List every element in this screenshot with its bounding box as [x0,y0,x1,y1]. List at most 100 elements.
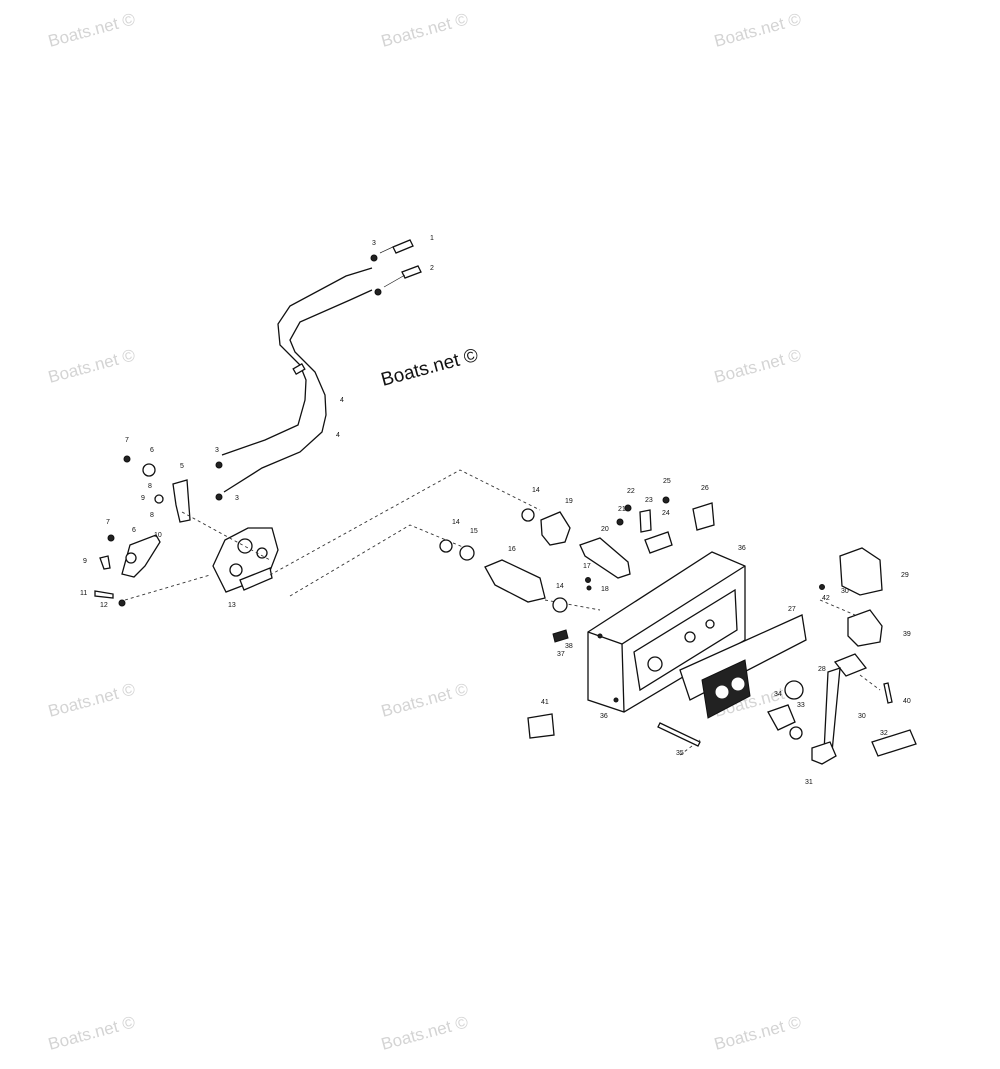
watermark-bottom-left: Boats.net © [46,1012,137,1054]
cover-29 [839,547,883,596]
callout-40: 40 [903,698,911,705]
screw-25 [662,496,670,504]
screw-7-upper [123,455,131,463]
callout-2: 2 [430,265,434,272]
pin-35 [657,722,701,747]
callout-18: 18 [601,586,609,593]
callout-19: 19 [565,498,573,505]
callout-17: 17 [583,563,591,570]
screw-7-lower [107,534,115,542]
watermark-mid-right: Boats.net © [712,345,803,387]
callout-6: 6 [150,447,154,454]
watermark-top-left: Boats.net © [46,9,137,51]
callout-6: 6 [132,527,136,534]
callout-13: 13 [228,602,236,609]
pin-9-upper [154,494,164,504]
callout-16: 16 [508,546,516,553]
callout-3: 3 [372,240,376,247]
callout-4: 4 [336,432,340,439]
callout-22: 22 [627,488,635,495]
callout-8: 8 [150,512,154,519]
bolt-40 [883,682,893,704]
nut-3-top [370,254,378,262]
callout-20: 20 [601,526,609,533]
callout-3: 3 [235,495,239,502]
callout-7: 7 [125,437,129,444]
callout-11: 11 [80,590,87,597]
callout-14: 14 [556,583,564,590]
bracket-5 [172,479,191,523]
nut-14-lower [552,597,568,613]
callout-36: 36 [600,713,608,720]
callout-1: 1 [430,235,434,242]
callout-5: 5 [180,463,184,470]
callout-26: 26 [701,485,709,492]
watermark-bottom-center: Boats.net © [379,1012,470,1054]
callout-30: 30 [858,713,866,720]
plunger-20 [579,537,631,579]
bolt-11 [94,590,114,599]
callout-10: 10 [154,532,162,539]
right-parts [527,547,917,765]
callout-36: 36 [738,545,746,552]
callout-9: 9 [83,558,87,565]
callout-12: 12 [100,602,108,609]
callout-30: 30 [841,588,849,595]
watermark-top-right: Boats.net © [712,9,803,51]
callout-28: 28 [818,666,826,673]
screw-22 [624,504,632,512]
callout-4: 4 [340,397,344,404]
callout-3: 3 [215,447,219,454]
nut-14-upper [521,508,535,522]
callout-27: 27 [788,606,796,613]
nut-12 [118,599,126,607]
gear-19 [540,511,571,546]
mounting-plate-13 [212,527,279,593]
callout-14: 14 [532,487,540,494]
watermark-lower-left: Boats.net © [46,679,137,721]
watermark-lower-center: Boats.net © [379,679,470,721]
callout-24: 24 [662,510,670,517]
bracket-28 [833,653,868,677]
knob-31 [811,741,837,765]
nut-3-upper [374,288,382,296]
callout-38: 38 [565,643,573,650]
key-switch-34 [767,704,796,731]
callout-34: 34 [774,691,782,698]
callout-21: 21 [618,506,626,513]
watermark-top-center: Boats.net © [379,9,470,51]
callout-14: 14 [452,519,460,526]
nut-3-lower-a [215,461,223,469]
shaft-parts [439,496,715,613]
plate-24 [644,531,673,554]
control-cables [215,239,422,501]
seal-33 [784,680,804,700]
callout-23: 23 [645,497,653,504]
nut-3-lower-b [215,493,223,501]
screw-21 [616,518,624,526]
watermark-mid-left: Boats.net © [46,345,137,387]
clip-23 [639,509,652,533]
bracket-26 [692,502,715,531]
tag-41 [527,713,555,739]
spring-17 [585,577,591,583]
callout-33: 33 [797,702,805,709]
nut-14-left [439,539,453,553]
callout-42: 42 [822,595,830,602]
callout-41: 41 [541,699,549,706]
label-32 [871,729,917,757]
o-ring-15 [459,545,475,561]
shaft-16 [484,559,546,603]
decal-27 [679,614,807,719]
washer-6-upper [142,463,156,477]
cable-end-fitting-1 [392,239,414,254]
callout-15: 15 [470,528,478,535]
callout-31: 31 [805,779,813,786]
lever-10 [121,534,161,578]
switch-39 [847,609,883,647]
callout-35: 35 [676,750,684,757]
callout-7: 7 [106,519,110,526]
callout-39: 39 [903,631,911,638]
